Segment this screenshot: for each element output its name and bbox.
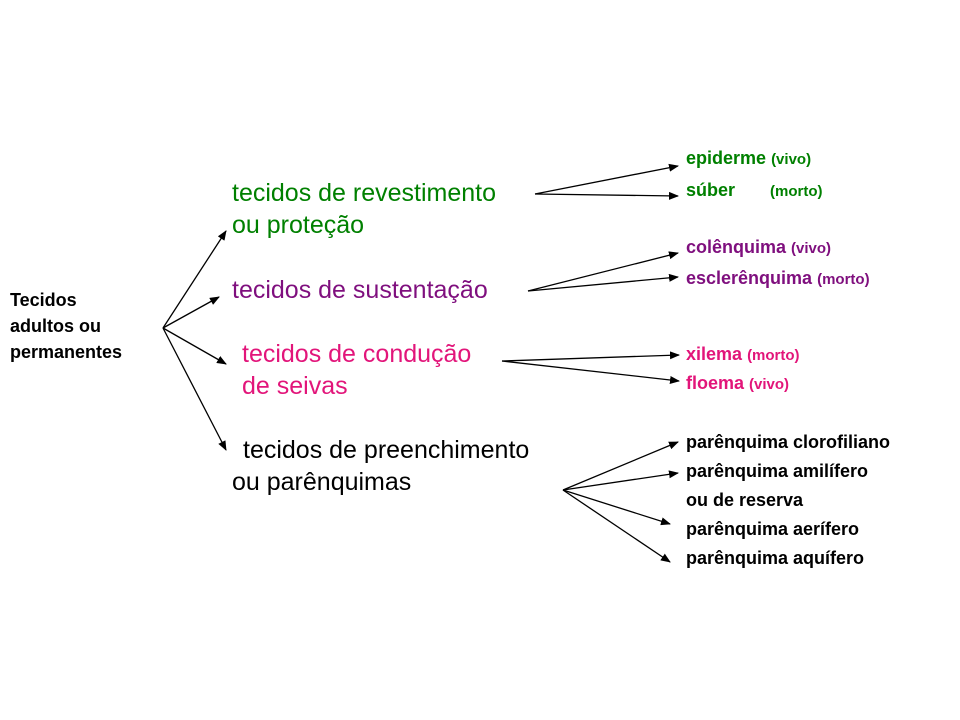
leaf-floema: floema (vivo) xyxy=(686,369,789,399)
arrow-sustentacao-to-esclerenquima xyxy=(527,273,679,292)
leaf-aerifero: parênquima aerífero xyxy=(686,519,860,539)
leaf-clorofiliano: parênquima clorofiliano xyxy=(686,432,891,452)
leaf-colenquima-name: colênquima xyxy=(686,237,787,257)
root-line-3: permanentes xyxy=(10,342,123,362)
category-sustentacao-line-1: tecidos de sustentação xyxy=(232,276,488,304)
leaf-esclerenquima: esclerênquima (morto) xyxy=(686,264,870,294)
arrow-preenchimento-to-amilifero xyxy=(562,470,679,491)
category-revestimento: tecidos de revestimento ou proteção xyxy=(232,177,496,241)
leaf-aquifero: parênquima aquífero xyxy=(686,548,865,568)
leaf-floema-name: floema xyxy=(686,373,745,393)
category-revestimento-line-1: tecidos de revestimento xyxy=(232,179,497,207)
category-conducao-line-2: de seivas xyxy=(242,372,348,400)
leaf-epiderme-note: (vivo) xyxy=(771,151,812,168)
category-sustentacao: tecidos de sustentação xyxy=(232,274,488,306)
leaf-esclerenquima-note: (morto) xyxy=(817,271,870,288)
arrow-preenchimento-to-clorofiliano xyxy=(562,441,679,491)
arrow-sustentacao-to-colenquima xyxy=(527,251,679,292)
root-line-2: adultos ou xyxy=(10,316,101,336)
leaf-amilifero: parênquima amilífero xyxy=(686,461,869,481)
root-node: Tecidos adultos ou permanentes xyxy=(10,287,122,365)
arrow-conducao-to-xilema xyxy=(501,351,680,362)
category-conducao-line-1: tecidos de condução xyxy=(242,340,472,368)
category-preenchimento-line-2: ou parênquimas xyxy=(232,468,412,496)
arrow-revestimento-to-suber xyxy=(534,191,679,200)
leaf-floema-note: (vivo) xyxy=(749,376,790,393)
category-conducao: tecidos de condução de seivas xyxy=(242,338,471,402)
leaf-suber-name: súber xyxy=(686,180,736,200)
arrow-root-to-sustentacao xyxy=(162,296,220,329)
arrow-conducao-to-floema xyxy=(501,360,680,384)
leaf-xilema-name: xilema xyxy=(686,344,743,364)
category-preenchimento: tecidos de preenchimento ou parênquimas xyxy=(232,434,529,498)
category-preenchimento-line-1: tecidos de preenchimento xyxy=(243,436,530,464)
category-revestimento-line-2: ou proteção xyxy=(232,211,365,239)
leaf-xilema: xilema (morto) xyxy=(686,340,800,370)
arrow-preenchimento-to-aquifero xyxy=(562,489,671,563)
leaf-reserva: ou de reserva xyxy=(686,490,804,510)
arrow-preenchimento-to-aerifero xyxy=(562,489,671,526)
leaf-xilema-note: (morto) xyxy=(747,347,800,364)
leaf-esclerenquima-name: esclerênquima xyxy=(686,268,813,288)
leaf-epiderme: epiderme (vivo) xyxy=(686,144,811,174)
arrow-revestimento-to-epiderme xyxy=(534,163,679,195)
leaf-colenquima: colênquima (vivo) xyxy=(686,233,831,263)
leaf-epiderme-name: epiderme xyxy=(686,148,767,168)
arrow-root-to-conducao xyxy=(162,327,227,365)
leaf-suber: súber (morto) xyxy=(686,176,823,206)
leaf-suber-note: (morto) xyxy=(770,183,823,200)
leaf-colenquima-note: (vivo) xyxy=(791,240,832,257)
root-line-1: Tecidos xyxy=(10,290,77,310)
arrow-root-to-preenchimento xyxy=(162,327,227,451)
arrow-root-to-revestimento xyxy=(162,230,227,329)
leaf-preenchimento-list: parênquima clorofiliano parênquima amilí… xyxy=(686,428,890,573)
